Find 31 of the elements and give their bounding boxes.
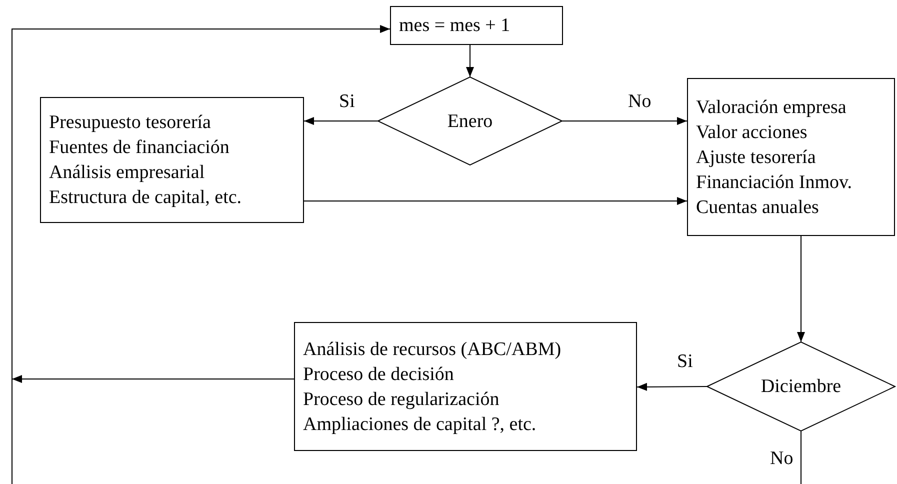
process-box	[294, 322, 637, 451]
node-text: Diciembre	[760, 375, 842, 399]
node-text: Fuentes de financiación	[49, 136, 230, 160]
decision-diamond	[707, 342, 895, 431]
arrow	[304, 197, 688, 205]
node-text: Análisis de recursos (ABC/ABM)	[303, 338, 562, 362]
arrow	[12, 25, 390, 484]
node-text: mes = mes + 1	[399, 14, 510, 38]
node-text: Presupuesto tesorería	[49, 111, 211, 135]
decision-diamond	[378, 77, 562, 165]
process-box	[687, 78, 895, 236]
arrow	[636, 382, 708, 391]
node-text: Estructura de capital, etc.	[49, 186, 242, 210]
node-text: Proceso de regularización	[303, 388, 500, 412]
node-text: Financiación Inmov.	[696, 170, 852, 194]
node-text: Cuentas anuales	[696, 196, 819, 220]
arrow	[304, 117, 378, 125]
node-text: Valor acciones	[696, 120, 808, 144]
arrow	[12, 375, 294, 383]
node-text: Valoración empresa	[696, 96, 846, 120]
arrow	[466, 44, 474, 78]
node-text: Enero	[447, 110, 493, 134]
node-text: Ampliaciones de capital ?, etc.	[303, 412, 536, 436]
arrow	[562, 117, 688, 125]
node-text: Ajuste tesorería	[696, 146, 816, 170]
node-text: Análisis empresarial	[49, 161, 205, 185]
process-box	[390, 6, 563, 45]
arrow	[797, 236, 805, 342]
node-text: Proceso de decisión	[303, 362, 454, 386]
connector-line	[800, 430, 802, 484]
process-box	[40, 97, 304, 223]
